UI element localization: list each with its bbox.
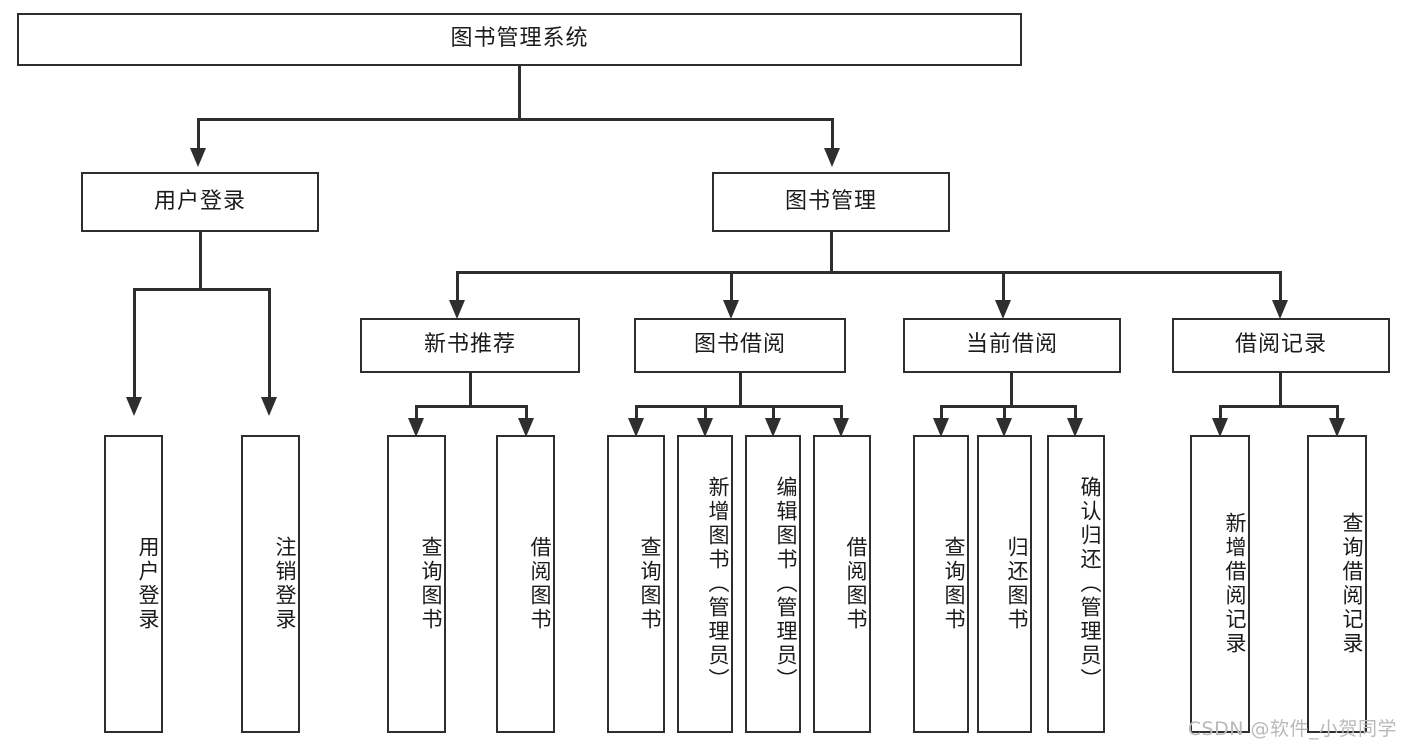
watermark: CSDN @软件_小贺同学 [1187,718,1397,740]
node-label: 注销登录 [273,536,297,632]
node-label: 借阅图书 [844,536,868,632]
node-book-borrow[interactable]: 图书借阅 [634,318,846,373]
edge-bm-to-borrow-record [1279,271,1282,303]
edge-root-bar [197,118,834,121]
edge-root-to-user-login [197,118,200,152]
node-borrow-record[interactable]: 借阅记录 [1172,318,1390,373]
arrow-current-borrow-leaf-2 [996,418,1012,437]
edge-new-book-stem [469,373,472,408]
arrow-user-login-leaf-2 [261,397,277,416]
node-label: 借阅记录 [1234,332,1327,358]
leaf-current-borrow-2[interactable]: 归还图书 [977,435,1032,733]
node-label: 查询借阅记录 [1340,512,1364,656]
arrow-book-borrow-leaf-3 [765,418,781,437]
node-root-system[interactable]: 图书管理系统 [17,13,1022,66]
leaf-book-borrow-2[interactable]: 新增图书（管理员） [677,435,733,733]
node-new-book-recommend[interactable]: 新书推荐 [360,318,580,373]
edge-borrow-record-bar [1219,405,1339,408]
arrow-user-login-leaf-1 [126,397,142,416]
leaf-borrow-record-1[interactable]: 新增借阅记录 [1190,435,1250,733]
leaf-current-borrow-3[interactable]: 确认归还（管理员） [1047,435,1105,733]
leaf-book-borrow-4[interactable]: 借阅图书 [813,435,871,733]
node-label: 图书管理系统 [450,26,589,52]
edge-root-to-book-manage [831,118,834,152]
arrow-borrow-record-leaf-2 [1329,418,1345,437]
edge-book-management-bar [456,271,1282,274]
edge-user-login-stem [199,232,202,290]
edge-user-login-leaf-1 [133,288,136,400]
node-label: 查询图书 [419,536,443,632]
edge-book-borrow-stem [739,373,742,408]
node-label: 图书借阅 [693,332,786,358]
leaf-new-book-1[interactable]: 查询图书 [387,435,446,733]
edge-current-borrow-leaf-1 [940,405,943,422]
arrow-root-to-book-manage [824,148,840,167]
edge-user-login-bar [133,288,270,291]
edge-current-borrow-leaf-2 [1003,405,1006,422]
edge-bm-to-new-book [456,271,459,303]
arrow-new-book-leaf-2 [518,418,534,437]
node-label: 确认归还（管理员） [1078,476,1102,692]
edge-current-borrow-leaf-3 [1074,405,1077,422]
edge-new-book-leaf-1 [415,405,418,422]
edge-new-book-leaf-2 [525,405,528,422]
arrow-new-book-leaf-1 [408,418,424,437]
node-label: 用户登录 [136,536,160,632]
node-label: 用户登录 [153,188,246,214]
leaf-new-book-2[interactable]: 借阅图书 [496,435,555,733]
arrow-bm-to-borrow-record [1272,300,1288,319]
node-label: 查询图书 [942,536,966,632]
edge-borrow-record-leaf-1 [1219,405,1222,422]
node-label: 新增借阅记录 [1223,512,1247,656]
edge-borrow-record-stem [1279,373,1282,408]
node-label: 查询图书 [638,536,662,632]
arrow-current-borrow-leaf-1 [933,418,949,437]
edge-book-borrow-bar [635,405,843,408]
arrow-borrow-record-leaf-1 [1212,418,1228,437]
node-label: 新书推荐 [423,332,516,358]
arrow-bm-to-book-borrow [723,300,739,319]
node-label: 当前借阅 [965,332,1058,358]
edge-user-login-leaf-2 [268,288,271,400]
edge-root-stem [518,66,521,120]
arrow-current-borrow-leaf-3 [1067,418,1083,437]
leaf-book-borrow-1[interactable]: 查询图书 [607,435,665,733]
node-book-management[interactable]: 图书管理 [712,172,950,232]
edge-current-borrow-stem [1010,373,1013,408]
leaf-user-login-1[interactable]: 用户登录 [104,435,163,733]
leaf-book-borrow-3[interactable]: 编辑图书（管理员） [745,435,801,733]
leaf-borrow-record-2[interactable]: 查询借阅记录 [1307,435,1367,733]
arrow-bm-to-new-book [449,300,465,319]
arrow-book-borrow-leaf-4 [833,418,849,437]
arrow-bm-to-current-borrow [995,300,1011,319]
node-label: 归还图书 [1005,536,1029,632]
arrow-book-borrow-leaf-2 [697,418,713,437]
node-label: 新增图书（管理员） [706,476,730,692]
edge-bm-to-book-borrow [730,271,733,303]
node-user-login[interactable]: 用户登录 [81,172,319,232]
edge-current-borrow-bar [940,405,1077,408]
edge-bm-to-current-borrow [1002,271,1005,303]
edge-book-borrow-leaf-2 [704,405,707,422]
leaf-user-login-2[interactable]: 注销登录 [241,435,300,733]
node-label: 编辑图书（管理员） [774,476,798,692]
edge-book-borrow-leaf-3 [772,405,775,422]
edge-book-borrow-leaf-4 [840,405,843,422]
node-label: 图书管理 [784,188,877,214]
edge-book-management-stem [830,232,833,273]
arrow-book-borrow-leaf-1 [628,418,644,437]
node-current-borrow[interactable]: 当前借阅 [903,318,1121,373]
arrow-root-to-user-login [190,148,206,167]
edge-book-borrow-leaf-1 [635,405,638,422]
edge-borrow-record-leaf-2 [1336,405,1339,422]
edge-new-book-bar [415,405,528,408]
leaf-current-borrow-1[interactable]: 查询图书 [913,435,969,733]
node-label: 借阅图书 [528,536,552,632]
